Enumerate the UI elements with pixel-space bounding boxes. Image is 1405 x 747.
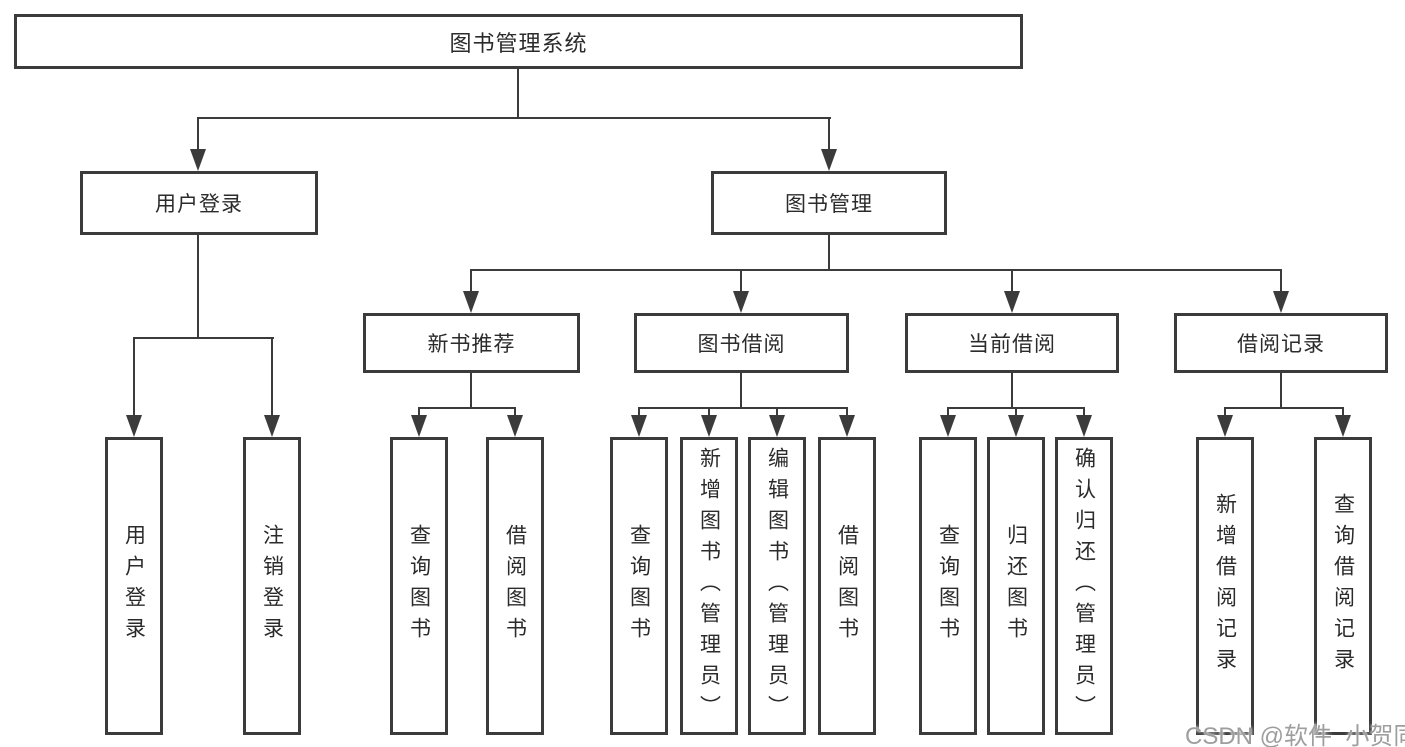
connector-line [197,235,199,338]
connector-line [271,337,273,416]
leaf-logout: 注销登录 [243,437,301,735]
connector-line [1224,407,1226,416]
leaf-query-book-recommend: 查询图书 [390,437,448,735]
connector-line [708,407,710,416]
leaf-label: 查询图书 [407,524,431,648]
arrow-down-icon [507,415,523,437]
leaf-label: 确认归还（管理员） [1072,446,1096,726]
leaf-label: 用户登录 [122,524,146,648]
arrow-down-icon [1217,415,1233,437]
arrow-down-icon [1335,415,1351,437]
arrow-down-icon [463,291,479,313]
leaf-borrow-book-recommend: 借阅图书 [486,437,544,735]
connector-line [1083,407,1085,416]
arrow-down-icon [1273,291,1289,313]
connector-line [740,373,742,408]
connector-line [1224,407,1344,409]
node-book-management: 图书管理 [711,171,947,235]
leaf-label: 新增借阅记录 [1213,493,1237,679]
connector-line [1342,407,1344,416]
node-borrow-records: 借阅记录 [1174,313,1388,373]
node-user-login: 用户登录 [80,171,318,235]
connector-line [470,269,472,292]
connector-line [1011,373,1013,408]
node-label: 新书推荐 [427,333,516,356]
leaf-label: 新增图书（管理员） [697,446,721,726]
connector-line [517,69,519,118]
connector-line [1015,407,1017,416]
connector-line [828,117,830,150]
connector-line [1280,269,1282,292]
leaf-label: 归还图书 [1004,524,1028,648]
arrow-down-icon [701,415,717,437]
connector-line [638,407,640,416]
connector-line [947,407,949,416]
leaf-label: 注销登录 [260,524,284,648]
arrow-down-icon [769,415,785,437]
connector-line [197,117,831,119]
node-label: 用户登录 [155,193,243,216]
arrow-down-icon [1008,415,1024,437]
leaf-label: 借阅图书 [503,524,527,648]
leaf-edit-book-admin: 编辑图书（管理员） [748,437,806,735]
leaf-add-book-admin: 新增图书（管理员） [680,437,738,735]
leaf-confirm-return-admin: 确认归还（管理员） [1055,437,1113,735]
arrow-down-icon [264,415,280,437]
leaf-user-login: 用户登录 [105,437,163,735]
arrow-down-icon [733,291,749,313]
connector-line [828,235,830,270]
leaf-label: 查询图书 [936,524,960,648]
arrow-down-icon [190,149,206,171]
leaf-query-book-current: 查询图书 [919,437,977,735]
connector-line [470,373,472,408]
csdn-watermark: CSDN @软件_小贺同学 [1185,723,1405,747]
connector-line [133,337,135,416]
node-label: 当前借阅 [968,333,1056,356]
connector-line [418,407,420,416]
leaf-return-book: 归还图书 [987,437,1045,735]
arrow-down-icon [821,149,837,171]
node-label: 图书借阅 [697,333,786,356]
connector-line [1280,373,1282,408]
leaf-query-book-borrow: 查询图书 [610,437,668,735]
connector-line [776,407,778,416]
leaf-label: 查询借阅记录 [1331,493,1355,679]
leaf-label: 借阅图书 [835,524,859,648]
connector-line [197,117,199,150]
leaf-label: 编辑图书（管理员） [765,446,789,726]
leaf-borrow-book: 借阅图书 [818,437,876,735]
node-new-book-recommend: 新书推荐 [363,313,580,373]
arrow-down-icon [411,415,427,437]
connector-line [514,407,516,416]
arrow-down-icon [1076,415,1092,437]
connector-line [418,407,516,409]
node-label: 图书管理 [785,193,873,216]
connector-line [740,269,742,292]
arrow-down-icon [631,415,647,437]
leaf-add-borrow-record: 新增借阅记录 [1196,437,1254,735]
node-current-borrow: 当前借阅 [905,313,1119,373]
arrow-down-icon [126,415,142,437]
leaf-label: 查询图书 [627,524,651,648]
leaf-query-borrow-record: 查询借阅记录 [1314,437,1372,735]
arrow-down-icon [1004,291,1020,313]
connector-line [470,269,1282,271]
connector-line [638,407,848,409]
node-book-borrow: 图书借阅 [634,313,849,373]
arrow-down-icon [839,415,855,437]
node-label: 图书管理系统 [449,30,588,56]
connector-line [133,337,274,339]
node-label: 借阅记录 [1237,333,1325,356]
arrow-down-icon [940,415,956,437]
connector-line [1011,269,1013,292]
connector-line [846,407,848,416]
node-library-system-root: 图书管理系统 [14,14,1023,69]
